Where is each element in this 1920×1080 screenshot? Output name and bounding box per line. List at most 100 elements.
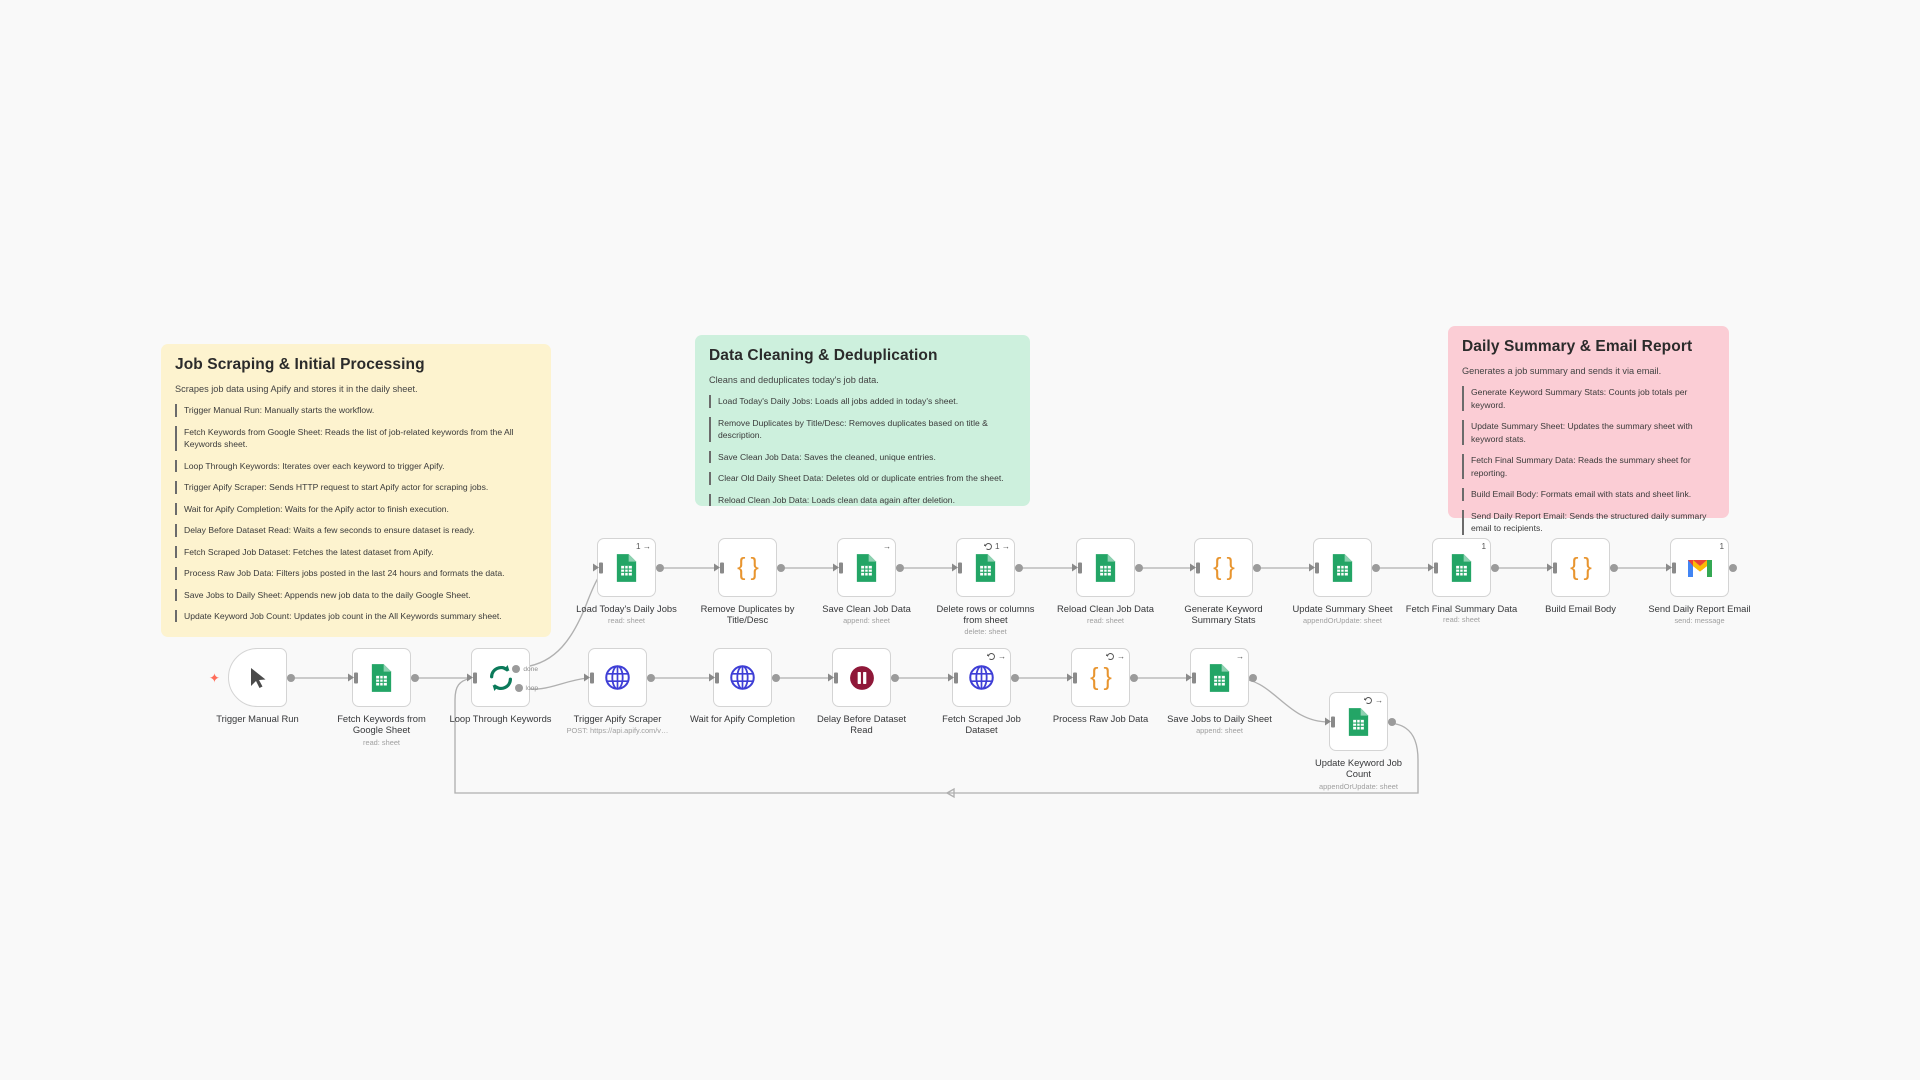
input-port[interactable] — [1190, 562, 1200, 573]
node-subtitle: appendOrUpdate: sheet — [1303, 616, 1382, 626]
input-port[interactable] — [1325, 716, 1335, 727]
output-port[interactable] — [891, 673, 899, 682]
node-label: Fetch Keywords from Google Sheet — [337, 713, 426, 736]
note-item: Update Summary Sheet: Updates the summar… — [1462, 420, 1715, 446]
output-port[interactable] — [772, 673, 780, 682]
node-label: Send Daily Report Email — [1648, 603, 1751, 614]
google-sheets-icon — [856, 553, 877, 582]
sticky-note-title: Data Cleaning & Deduplication — [709, 347, 938, 364]
output-port-loop[interactable]: loop — [514, 684, 538, 692]
node-subtitle: read: sheet — [608, 616, 645, 626]
node-process-raw-job-data[interactable]: → { } Process Raw Job Data — [1053, 648, 1148, 724]
input-port[interactable] — [948, 672, 958, 683]
note-item: Save Jobs to Daily Sheet: Appends new jo… — [175, 588, 537, 601]
note-item: Trigger Manual Run: Manually starts the … — [175, 404, 537, 417]
input-port[interactable] — [1072, 562, 1082, 573]
note-item: Update Keyword Job Count: Updates job co… — [175, 609, 537, 623]
node-subtitle: read: sheet — [1087, 616, 1124, 626]
output-port[interactable] — [896, 563, 904, 572]
output-port[interactable] — [777, 563, 785, 572]
output-port[interactable] — [1135, 563, 1143, 572]
lightning-icon: ✦ — [209, 670, 220, 685]
google-sheets-icon — [1451, 553, 1472, 582]
output-port[interactable] — [1610, 563, 1618, 572]
sticky-note-job-scraping[interactable]: Job Scraping & Initial Processing Scrape… — [161, 344, 551, 637]
code-icon: { } — [737, 553, 759, 581]
node-label: Fetch Scraped Job Dataset — [942, 713, 1021, 736]
node-label: Delay Before Dataset Read — [816, 713, 907, 736]
node-label: Reload Clean Job Data — [1057, 603, 1154, 614]
input-port[interactable] — [1067, 672, 1077, 683]
node-label: Save Jobs to Daily Sheet — [1167, 713, 1272, 724]
node-badge-retry: → — [1364, 696, 1383, 705]
node-remove-duplicates[interactable]: { } Remove Duplicates by Title/Desc — [701, 538, 794, 626]
loop-icon — [489, 664, 512, 691]
note-item: Reload Clean Job Data: Loads clean data … — [709, 493, 1016, 507]
input-port[interactable] — [1547, 562, 1557, 573]
output-port[interactable] — [1130, 673, 1138, 682]
node-fetch-keywords[interactable]: Fetch Keywords from Google Sheet read: s… — [337, 648, 426, 747]
output-port[interactable] — [1011, 673, 1019, 682]
output-port[interactable] — [1372, 563, 1380, 572]
node-update-summary-sheet[interactable]: Update Summary Sheet appendOrUpdate: she… — [1292, 538, 1393, 625]
node-label: Remove Duplicates by Title/Desc — [700, 603, 795, 626]
input-port[interactable] — [1186, 672, 1196, 683]
output-port[interactable] — [1253, 563, 1261, 572]
input-port[interactable] — [833, 562, 843, 573]
node-label: Process Raw Job Data — [1052, 713, 1149, 724]
input-port[interactable] — [1428, 562, 1438, 573]
node-fetch-final-summary-data[interactable]: 1 Fetch Final Summary Data read: sheet — [1406, 538, 1517, 624]
node-label: Update Summary Sheet — [1292, 603, 1393, 614]
node-badge-arrow: → — [882, 541, 891, 551]
node-update-keyword-job-count[interactable]: → Update Keyword Job Count appendOrUpdat… — [1315, 692, 1402, 791]
node-send-daily-report-email[interactable]: 1 Send Daily Report Email send: message — [1648, 538, 1751, 625]
input-port[interactable] — [1309, 562, 1319, 573]
output-port[interactable] — [1729, 563, 1737, 572]
node-loop-through-keywords[interactable]: done loop Loop Through Keywords — [450, 648, 551, 724]
google-sheets-icon — [1095, 553, 1116, 582]
sticky-note-data-cleaning[interactable]: Data Cleaning & Deduplication Cleans and… — [695, 335, 1030, 507]
sticky-note-daily-summary[interactable]: Daily Summary & Email Report Generates a… — [1448, 326, 1729, 535]
node-build-email-body[interactable]: { } Build Email Body — [1545, 538, 1618, 614]
output-label-done: done — [523, 665, 538, 673]
input-port[interactable] — [952, 562, 962, 573]
node-delete-rows-or-columns[interactable]: 1 → Delete rows or columns from sheet de… — [937, 538, 1034, 636]
node-fetch-scraped-dataset[interactable]: → Fetch Scraped Job Dataset — [942, 648, 1021, 736]
sticky-note-title: Daily Summary & Email Report — [1462, 338, 1693, 355]
input-port[interactable] — [828, 672, 838, 683]
output-port[interactable] — [1015, 563, 1023, 572]
node-trigger-manual-run[interactable]: ✦ Trigger Manual Run — [209, 648, 299, 724]
node-reload-clean-job-data[interactable]: Reload Clean Job Data read: sheet — [1057, 538, 1154, 625]
node-save-clean-job-data[interactable]: → Save Clean Job Data append: sheet — [822, 538, 911, 625]
output-port[interactable] — [411, 673, 419, 682]
code-icon: { } — [1213, 553, 1235, 581]
input-port[interactable] — [584, 672, 594, 683]
input-port[interactable] — [714, 562, 724, 573]
input-port[interactable] — [593, 562, 603, 573]
output-port[interactable] — [1491, 563, 1499, 572]
google-sheets-icon — [975, 553, 996, 582]
node-subtitle: appendOrUpdate: sheet — [1319, 781, 1398, 791]
note-item: Process Raw Job Data: Filters jobs poste… — [175, 567, 537, 580]
output-port[interactable] — [1388, 717, 1396, 726]
note-item: Fetch Keywords from Google Sheet: Reads … — [175, 425, 537, 451]
globe-icon — [605, 665, 630, 690]
input-port[interactable] — [1666, 562, 1676, 573]
node-load-todays-daily-jobs[interactable]: 1-arrow1 → Load Today's Daily Jobs read:… — [576, 538, 677, 625]
node-delay-before-dataset-read[interactable]: Delay Before Dataset Read — [817, 648, 906, 736]
output-port[interactable] — [656, 563, 664, 572]
output-port[interactable] — [1249, 673, 1257, 682]
output-port-done[interactable]: done — [512, 665, 538, 673]
input-port[interactable] — [348, 672, 358, 683]
output-port[interactable] — [647, 673, 655, 682]
node-wait-apify-completion[interactable]: Wait for Apify Completion — [690, 648, 795, 724]
node-subtitle: append: sheet — [1196, 726, 1243, 736]
node-generate-keyword-stats[interactable]: { } Generate Keyword Summary Stats — [1184, 538, 1263, 626]
node-label: Save Clean Job Data — [822, 603, 911, 614]
output-port[interactable] — [287, 673, 295, 682]
input-port[interactable] — [709, 672, 719, 683]
node-save-jobs-daily-sheet[interactable]: → Save Jobs to Daily Sheet append: sheet — [1167, 648, 1272, 735]
node-trigger-apify-scraper[interactable]: Trigger Apify Scraper POST: https://api.… — [567, 648, 668, 735]
input-port[interactable] — [467, 672, 477, 683]
